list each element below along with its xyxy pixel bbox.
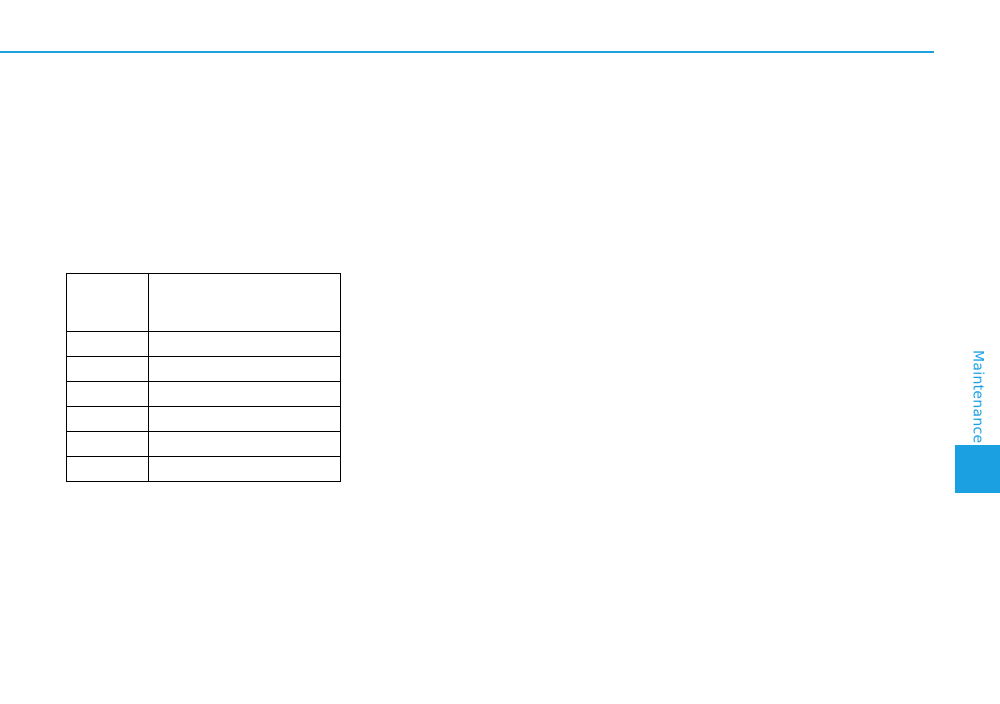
table-row xyxy=(66,331,341,357)
side-tab-maintenance[interactable]: Maintenance xyxy=(955,350,1000,444)
table-header-cell xyxy=(66,273,149,332)
spec-table xyxy=(66,273,341,482)
table-cell xyxy=(66,381,149,407)
table-row xyxy=(66,431,341,457)
table-cell xyxy=(66,406,149,432)
table-cell xyxy=(66,431,149,457)
table-cell xyxy=(148,356,341,382)
table-row xyxy=(66,381,341,407)
table-cell xyxy=(148,456,341,482)
table-cell xyxy=(148,381,341,407)
table-cell xyxy=(148,406,341,432)
side-tab-label: Maintenance xyxy=(969,350,986,444)
table-row xyxy=(66,356,341,382)
side-tab-marker xyxy=(955,445,1000,493)
table-row xyxy=(66,406,341,432)
header-rule xyxy=(0,51,934,53)
table-cell xyxy=(148,431,341,457)
table-cell xyxy=(66,331,149,357)
table-header-row xyxy=(66,273,341,332)
table-cell xyxy=(66,356,149,382)
table-header-cell xyxy=(148,273,341,332)
table-cell xyxy=(66,456,149,482)
table-row xyxy=(66,456,341,482)
table-cell xyxy=(148,331,341,357)
